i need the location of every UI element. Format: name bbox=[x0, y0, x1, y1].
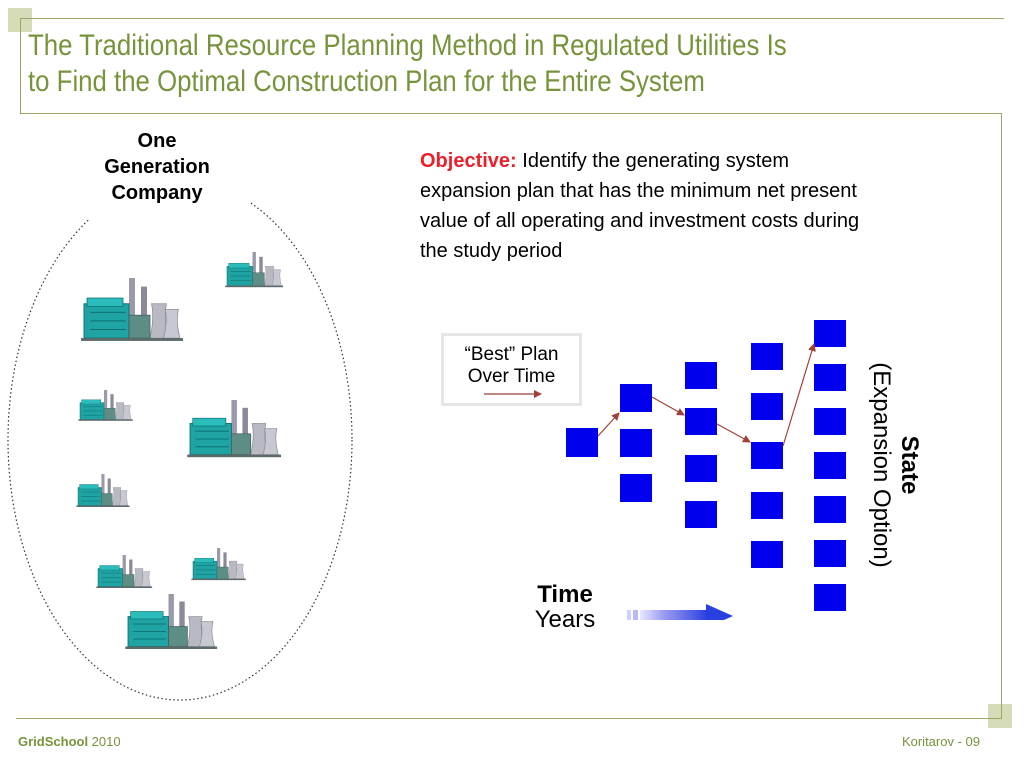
years-axis-label: Years bbox=[534, 606, 596, 633]
state-node bbox=[620, 384, 652, 412]
state-node bbox=[685, 408, 717, 435]
brand-name: GridSchool bbox=[18, 734, 89, 749]
state-node bbox=[814, 584, 846, 611]
footer-brand: GridSchool 2010 bbox=[18, 734, 121, 749]
state-node bbox=[620, 474, 652, 502]
title-line-2: to Find the Optimal Construction Plan fo… bbox=[28, 65, 705, 98]
legend-arrow bbox=[484, 390, 542, 398]
right-rule bbox=[1001, 113, 1002, 719]
objective-line-2: expansion plan that has the minimum net … bbox=[420, 180, 857, 202]
title-line-1: The Traditional Resource Planning Method… bbox=[28, 29, 787, 62]
power-plant-icon bbox=[78, 389, 134, 422]
state-node bbox=[685, 455, 717, 482]
best-path-arrow bbox=[716, 423, 751, 443]
power-plant-icon bbox=[124, 593, 218, 650]
time-axis-label: Time bbox=[537, 581, 593, 608]
state-node bbox=[566, 428, 598, 457]
left-rule bbox=[20, 18, 21, 114]
state-node bbox=[814, 540, 846, 567]
power-plant-icon bbox=[186, 399, 282, 458]
state-node bbox=[620, 429, 652, 457]
state-node bbox=[814, 408, 846, 435]
power-plant-icon bbox=[76, 473, 130, 508]
corner-square-bottom-right bbox=[988, 704, 1012, 728]
objective-line-4: the study period bbox=[420, 240, 563, 262]
state-node bbox=[814, 320, 846, 347]
time-arrow bbox=[627, 604, 733, 620]
company-line-1: One bbox=[137, 130, 177, 152]
power-plant-icon bbox=[224, 251, 284, 288]
state-node bbox=[751, 442, 783, 469]
best-plan-legend: “Best” Plan Over Time bbox=[441, 333, 582, 406]
brand-year: 2010 bbox=[88, 734, 121, 749]
legend-line-2: Over Time bbox=[467, 366, 556, 387]
generation-company-diagram bbox=[7, 120, 353, 701]
generation-company-label: One Generation Company bbox=[72, 128, 242, 206]
state-node bbox=[751, 541, 783, 568]
state-node bbox=[814, 364, 846, 391]
objective-text: Objective: Identify the generating syste… bbox=[420, 146, 1000, 266]
best-path-arrow bbox=[597, 412, 620, 437]
top-rule bbox=[20, 18, 1004, 19]
title-underline bbox=[20, 113, 1002, 114]
best-path-arrow bbox=[782, 343, 816, 447]
best-path-arrow bbox=[651, 396, 685, 416]
page-title: The Traditional Resource Planning Method… bbox=[28, 28, 867, 100]
state-node bbox=[751, 343, 783, 370]
power-plant-icon bbox=[80, 277, 184, 342]
company-line-3: Company bbox=[111, 182, 203, 204]
objective-line-1: Identify the generating system bbox=[516, 150, 790, 172]
state-node bbox=[814, 496, 846, 523]
bottom-rule bbox=[16, 718, 1002, 719]
state-node bbox=[751, 492, 783, 519]
objective-line-3: value of all operating and investment co… bbox=[420, 210, 860, 232]
objective-label: Objective: bbox=[420, 150, 517, 172]
legend-line-1: “Best” Plan bbox=[464, 344, 559, 365]
state-node bbox=[751, 393, 783, 420]
footer-page-number: Koritarov - 09 bbox=[901, 734, 980, 749]
company-line-2: Generation bbox=[104, 156, 210, 178]
expansion-option-label: (Expansion Option) bbox=[868, 362, 895, 568]
state-node bbox=[685, 362, 717, 389]
expansion-state-grid bbox=[566, 320, 846, 620]
state-node bbox=[685, 501, 717, 528]
state-axis-label: State bbox=[896, 435, 923, 495]
power-plant-icon bbox=[95, 554, 153, 589]
power-plant-icon bbox=[190, 547, 247, 581]
state-node bbox=[814, 452, 846, 479]
